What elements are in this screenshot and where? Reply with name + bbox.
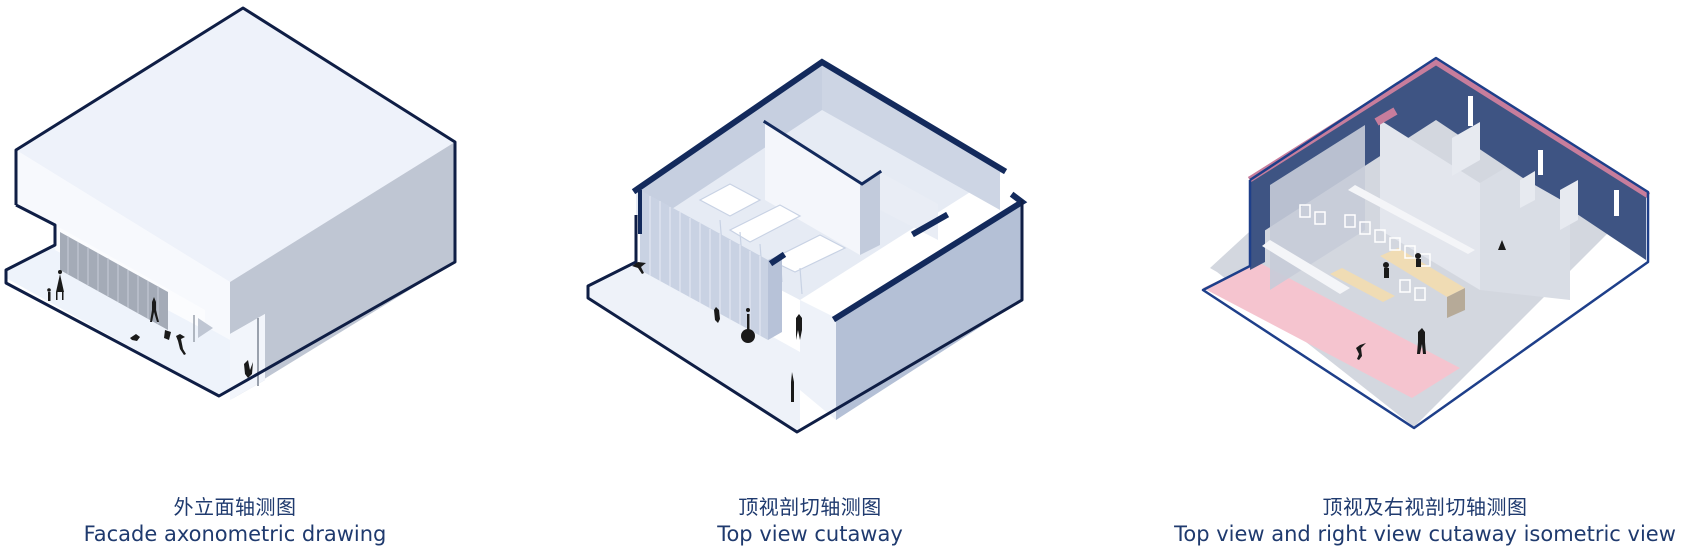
people-silhouettes bbox=[47, 270, 253, 378]
wood-table-long bbox=[1380, 248, 1465, 297]
kitchen-wall bbox=[1380, 120, 1480, 290]
caption-facade-en: Facade axonometric drawing bbox=[83, 522, 387, 546]
facade-axonometric-drawing bbox=[4, 6, 457, 400]
glass-mullions bbox=[67, 236, 159, 324]
louver-lines bbox=[649, 196, 761, 336]
left-wall-end bbox=[1250, 172, 1265, 270]
back-wall-left bbox=[640, 62, 822, 230]
caption-top-cutaway: 顶视剖切轴测图 Top view cutaway bbox=[620, 494, 1000, 548]
plan-outline bbox=[586, 200, 1024, 434]
storage-block bbox=[880, 172, 938, 240]
panel-top-cutaway: 顶视剖切轴测图 Top view cutaway bbox=[570, 0, 1050, 556]
caption-facade-zh: 外立面轴测图 bbox=[173, 495, 297, 519]
right-wall-return bbox=[800, 300, 836, 420]
wood-table-short bbox=[1330, 268, 1395, 302]
glass-partition-left bbox=[1270, 125, 1365, 290]
caption-top-right-cutaway: 顶视及右视剖切轴测图 Top view and right view cutaw… bbox=[1150, 494, 1700, 548]
entry-sign bbox=[198, 318, 213, 338]
back-wall-right bbox=[822, 62, 1000, 210]
panel-facade: 外立面轴测图 Facade axonometric drawing bbox=[0, 0, 470, 556]
chairs bbox=[1299, 204, 1431, 301]
glass-curtain bbox=[60, 232, 168, 330]
kitchen-wall-right bbox=[1480, 168, 1570, 300]
right-exterior-wall bbox=[836, 200, 1022, 420]
people-silhouettes bbox=[1356, 240, 1506, 360]
caption-facade: 外立面轴测图 Facade axonometric drawing bbox=[40, 494, 430, 548]
ground-slab bbox=[6, 245, 245, 396]
plan-outline bbox=[1201, 56, 1650, 430]
wood-table-long-side bbox=[1447, 288, 1465, 318]
building-outline bbox=[4, 6, 457, 398]
top-view-cutaway-drawing bbox=[586, 58, 1028, 434]
partition-block-side bbox=[860, 172, 880, 255]
caption-top-cutaway-en: Top view cutaway bbox=[717, 522, 903, 546]
wall-windows bbox=[1452, 96, 1619, 230]
side-face bbox=[230, 142, 455, 400]
people-silhouettes bbox=[632, 262, 802, 402]
louver-wall bbox=[640, 190, 768, 340]
caption-top-right-cutaway-en: Top view and right view cutaway isometri… bbox=[1174, 522, 1676, 546]
service-counter bbox=[1262, 240, 1350, 294]
roof-surface bbox=[16, 8, 455, 282]
entry-pier bbox=[768, 254, 782, 340]
caption-top-right-cutaway-zh: 顶视及右视剖切轴测图 bbox=[1322, 495, 1528, 519]
top-right-cutaway-drawing bbox=[1201, 56, 1651, 430]
caption-top-cutaway-zh: 顶视剖切轴测图 bbox=[738, 495, 882, 519]
ground-slab bbox=[588, 261, 800, 432]
pink-walkway bbox=[1203, 262, 1460, 398]
panel-top-right-cutaway: 顶视及右视剖切轴测图 Top view and right view cutaw… bbox=[1150, 0, 1700, 556]
bar-counter-back bbox=[1348, 185, 1475, 254]
partition-block bbox=[765, 122, 860, 255]
front-band bbox=[16, 150, 230, 340]
furniture bbox=[698, 183, 847, 295]
side-face-lower bbox=[230, 314, 265, 400]
